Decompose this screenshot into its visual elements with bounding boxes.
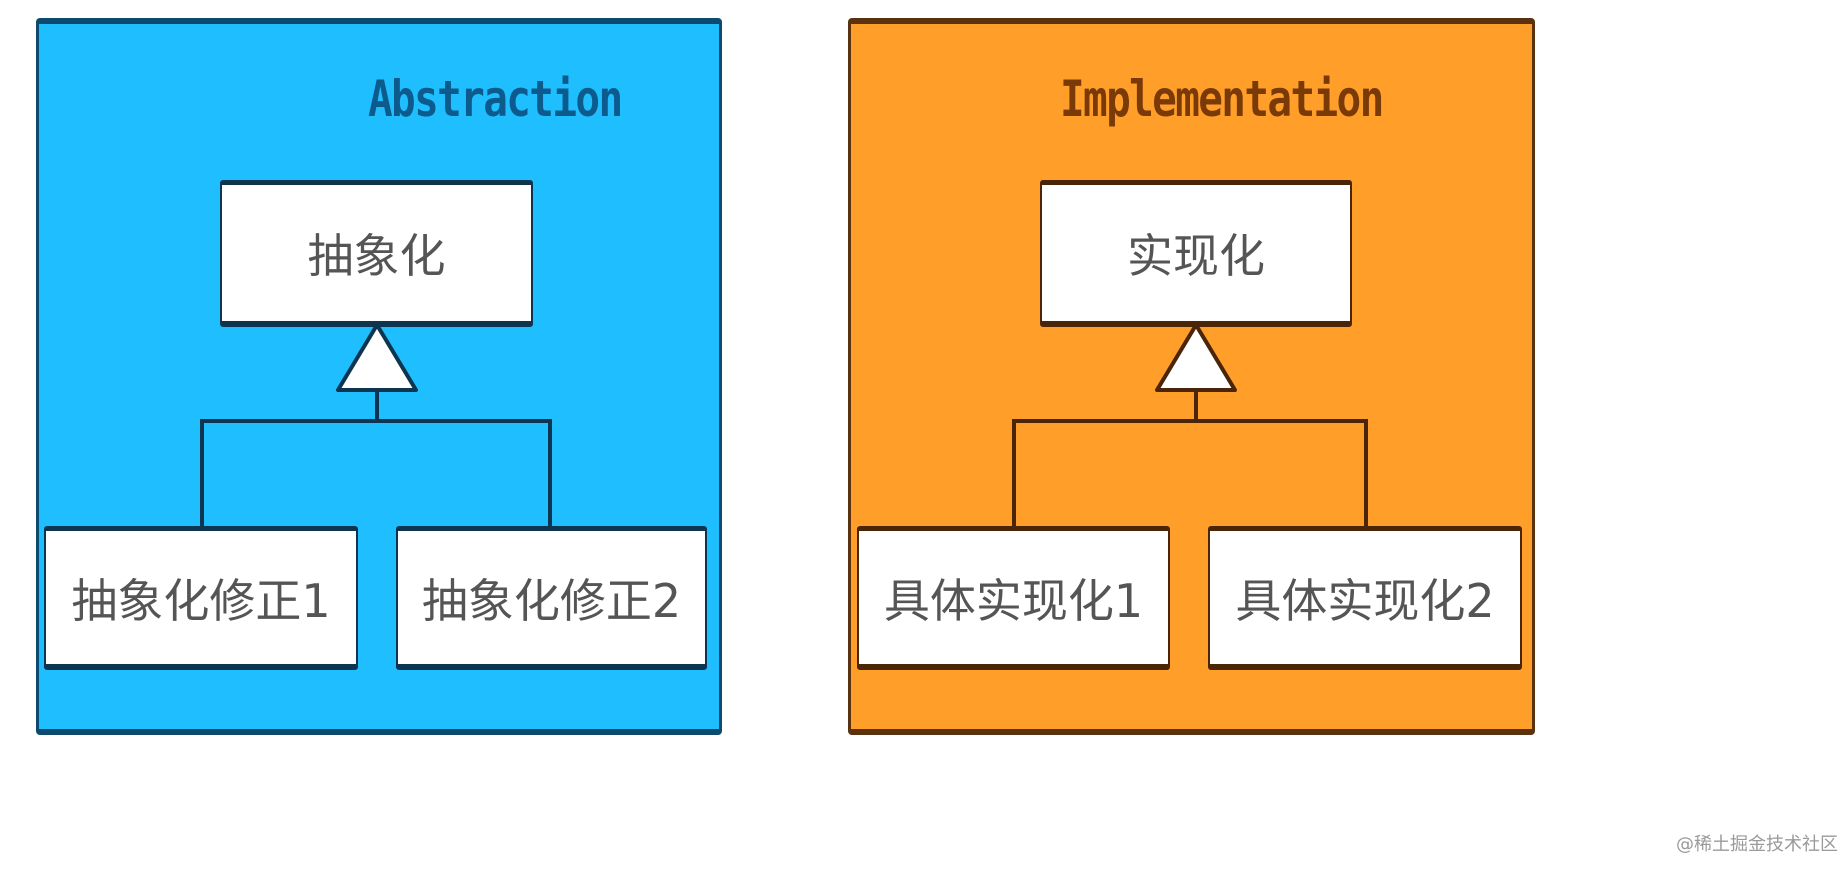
abstraction-child-node-1: 抽象化修正1 [44, 526, 358, 670]
implementation-child-node-2: 具体实现化2 [1208, 526, 1522, 670]
implementation-child-node-1: 具体实现化1 [857, 526, 1170, 670]
abstraction-child-node-2: 抽象化修正2 [396, 526, 707, 670]
watermark: @稀土掘金技术社区 [1676, 834, 1838, 855]
inheritance-arrow-icon [1155, 323, 1237, 392]
implementation-title: Implementation [1060, 70, 1384, 128]
implementation-parent-node: 实现化 [1040, 180, 1352, 327]
abstraction-title: Abstraction [368, 70, 623, 128]
abstraction-parent-node: 抽象化 [220, 180, 533, 327]
